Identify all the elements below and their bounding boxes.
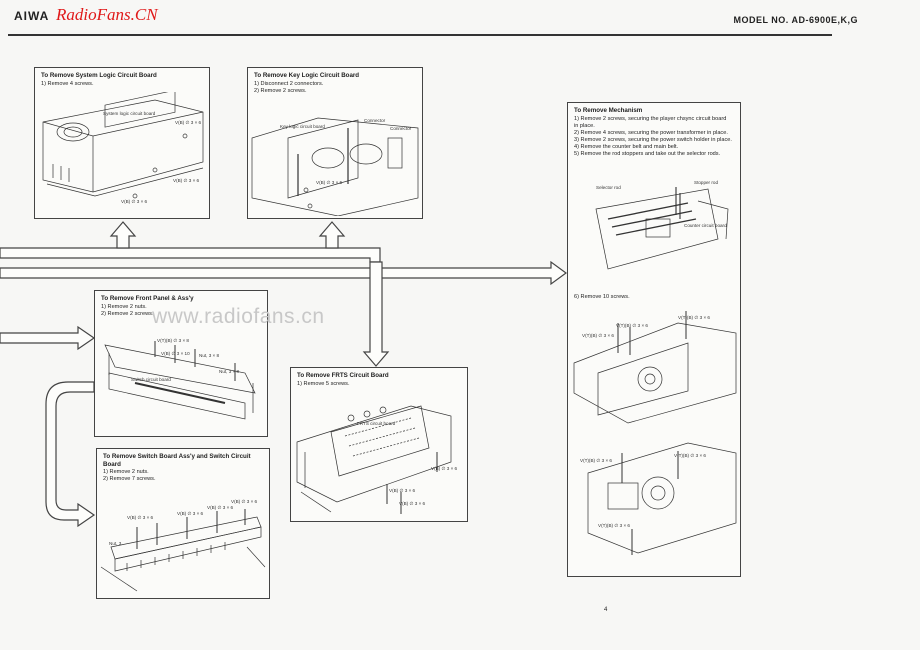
panel-title: To Remove FRTS Circuit Board (297, 372, 389, 379)
system-logic-drawing (42, 92, 204, 199)
panel-title: To Remove Front Panel & Ass'y (101, 295, 194, 302)
step-2: 2) Remove 2 screws. (254, 88, 307, 94)
label-screw: V(T)(B) ∅ 3 × 6 (674, 453, 706, 458)
label-nut: Nut, 3 (109, 541, 122, 546)
label-screw: V(B) ∅ 3 × 6 (173, 178, 200, 183)
step-1: 1) Remove 2 nuts. (103, 469, 149, 475)
step-4: 4) Remove the counter belt and main belt… (574, 144, 679, 150)
label-screw: V(B) ∅ 3 × 6 (316, 180, 343, 185)
label-screw: V(B) ∅ 3 × 6 (389, 488, 416, 493)
arrow-to-top-panels (0, 247, 381, 263)
panel-switch-board: To Remove Switch Board Ass'y and Switch … (96, 448, 270, 599)
label-screw: V(B) ∅ 3 × 6 (121, 199, 148, 204)
panel-system-logic: To Remove System Logic Circuit Board 1) … (34, 67, 210, 219)
step-1: 1) Disconnect 2 connectors. (254, 81, 324, 87)
step-1: 1) Remove 2 nuts. (101, 304, 147, 310)
step-6: 6) Remove 10 screws. (574, 294, 630, 300)
label-screw: V(B) ∅ 3 × 6 (431, 466, 458, 471)
label-key-logic-board: Key logic circuit board (280, 124, 325, 129)
label-nut: Nut, 3 × 8 (219, 369, 240, 374)
label-screw: V(T)(B) ∅ 3 × 6 (678, 315, 710, 320)
step-1: 1) Remove 2 screws, securing the player … (574, 116, 727, 122)
front-panel-drawing (104, 341, 256, 420)
step-1: 1) Remove 4 screws. (41, 81, 94, 87)
step-1-cont: in place. (574, 123, 595, 129)
page-number: 4 (604, 607, 608, 613)
label-switch-board: Switch circuit board (131, 377, 171, 382)
label-nut: Nut, 3 × 8 (199, 353, 220, 358)
label-screw: V(B) ∅ 3 × 6 (231, 499, 258, 504)
step-2: 2) Remove 2 screws. (101, 311, 154, 317)
label-screw: V(B) ∅ 3 × 6 (399, 501, 426, 506)
label-connector: Connector (390, 126, 412, 131)
step-3: 3) Remove 2 screws, securing the power s… (574, 137, 732, 143)
label-screw: V(B) ∅ 3 × 6 (207, 505, 234, 510)
panel-front-panel: To Remove Front Panel & Ass'y 1) Remove … (94, 290, 268, 437)
arrow-to-switch-board (45, 381, 96, 528)
panel-key-logic: To Remove Key Logic Circuit Board 1) Dis… (247, 67, 423, 219)
frts-drawing (296, 405, 452, 514)
label-selector-rod: Selector rod (596, 185, 621, 190)
arrow-to-front-panel (0, 325, 96, 351)
step-2: 2) Remove 4 screws, securing the power t… (574, 130, 728, 136)
key-logic-drawing (251, 117, 419, 216)
label-screw: V(T)(B) ∅ 3 × 6 (598, 523, 630, 528)
arrow-up-system-logic (109, 221, 137, 249)
label-screw: V(B) ∅ 3 × 6 (177, 511, 204, 516)
step-2: 2) Remove 7 screws. (103, 476, 156, 482)
mechanism-drawing-top (595, 187, 729, 270)
label-system-logic-board: System logic circuit board (103, 111, 156, 116)
header-divider (8, 34, 832, 36)
panel-title: To Remove Key Logic Circuit Board (254, 72, 360, 79)
label-screw: V(T)(B) ∅ 3 × 8 (157, 338, 189, 343)
label-screw: V(B) ∅ 3 × 6 (127, 515, 154, 520)
panel-title: To Remove Switch Board Ass'y and Switch … (103, 453, 251, 468)
label-counter-board: Counter circuit board (684, 223, 727, 228)
brand-name: AIWA (14, 9, 50, 23)
arrow-up-key-logic (318, 221, 346, 249)
panel-title: To Remove Mechanism (574, 107, 643, 114)
label-connector: Connector (364, 118, 386, 123)
site-watermark[interactable]: RadioFans.CN (56, 5, 158, 24)
label-screw: V(B) ∅ 3 × 6 (175, 120, 202, 125)
label-stopper-rod: Stopper rod (694, 180, 719, 185)
panel-mechanism: To Remove Mechanism 1) Remove 2 screws, … (567, 102, 741, 577)
label-screw: V(B) ∅ 3 × 10 (161, 351, 190, 356)
arrow-to-mechanism (0, 260, 568, 286)
panel-frts: To Remove FRTS Circuit Board 1) Remove 5… (290, 367, 468, 522)
switch-board-drawing (100, 509, 266, 592)
label-screw: V(T)(B) ∅ 3 × 6 (582, 333, 614, 338)
panel-title: To Remove System Logic Circuit Board (41, 72, 157, 79)
label-screw: V(T)(B) ∅ 3 × 6 (580, 458, 612, 463)
step-5: 5) Remove the rod stoppers and take out … (574, 151, 721, 157)
step-1: 1) Remove 5 screws. (297, 381, 350, 387)
model-number: MODEL NO. AD-6900E,K,G (733, 15, 858, 25)
label-frts-board: FRTS circuit board (357, 421, 396, 426)
site-watermark-text: www.radiofans.cn (152, 305, 325, 328)
arrow-down-frts (362, 261, 390, 367)
mechanism-drawing-bottom (573, 311, 737, 555)
label-screw: V(T)(B) ∅ 3 × 6 (616, 323, 648, 328)
